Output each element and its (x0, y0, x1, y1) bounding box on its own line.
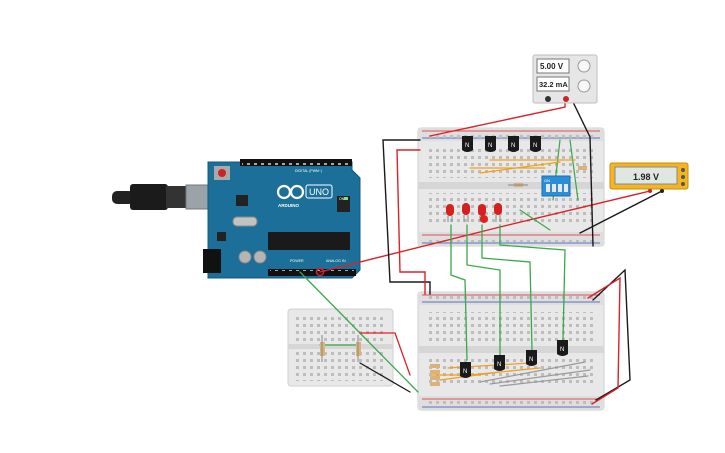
multimeter-reading: 1.98 V (633, 172, 659, 182)
transistor-label: N (463, 369, 467, 375)
supply-negative-terminal[interactable] (545, 96, 551, 102)
breadboard-small[interactable] (287, 308, 394, 387)
power-supply[interactable]: 5.00 V 32.2 mA (532, 54, 598, 104)
transistor: N (526, 350, 537, 366)
led-red (446, 204, 454, 222)
multimeter[interactable]: 1.98 V (609, 162, 689, 193)
supply-current-display: 32.2 mA (539, 80, 568, 89)
usb-cable (112, 184, 213, 210)
multimeter-probe-negative[interactable] (660, 189, 664, 193)
transistor-label: N (497, 362, 501, 368)
supply-voltage-display: 5.00 V (540, 62, 564, 71)
transistor-label: N (529, 357, 533, 363)
current-knob[interactable] (577, 79, 591, 93)
multimeter-probe-positive[interactable] (648, 189, 652, 193)
arduino-logo-icon (276, 184, 305, 200)
transistor: N (557, 340, 568, 356)
led-red (462, 203, 470, 222)
power-pins-label: POWER (290, 259, 304, 263)
arduino-uno-board[interactable]: ARDUINO UNO DIGITAL (PWM~) POWER ANALOG … (112, 159, 361, 279)
dip-switch[interactable]: ON (541, 175, 571, 197)
analog-pins-label: ANALOG IN (326, 259, 346, 263)
led-red (494, 203, 502, 222)
transistor-label: N (511, 143, 515, 149)
atmega-chip (268, 232, 350, 250)
led-red[interactable] (480, 215, 488, 223)
transistor-label: N (533, 143, 537, 149)
arduino-brand-text: ARDUINO (278, 203, 299, 208)
leds-top[interactable] (446, 203, 502, 223)
transistor: N (460, 362, 471, 378)
transistor-label: N (560, 347, 564, 353)
transistor-label: N (465, 143, 469, 149)
resistors-small-board (320, 335, 361, 362)
on-led-label: ON (339, 197, 345, 201)
breadboard-bottom[interactable] (417, 291, 605, 411)
transistors-bottom[interactable]: N N N N (460, 340, 568, 378)
dip-switch-on-label: ON (544, 178, 550, 183)
analog-pin-a0[interactable] (315, 267, 325, 277)
transistors-top[interactable]: N N N N (462, 136, 541, 152)
transistor: N (508, 136, 519, 152)
transistor: N (530, 136, 541, 152)
transistor: N (462, 136, 473, 152)
digital-pins-label: DIGITAL (PWM~) (295, 169, 322, 173)
voltage-knob[interactable] (577, 59, 591, 73)
transistor: N (494, 355, 505, 371)
supply-positive-terminal[interactable] (563, 96, 569, 102)
arduino-model-text: UNO (309, 187, 329, 197)
reset-button[interactable] (218, 169, 226, 177)
resistors-top (508, 166, 587, 187)
power-jack (203, 249, 221, 273)
resistors-bottom (430, 364, 440, 386)
transistor: N (485, 136, 496, 152)
transistor-label: N (488, 143, 492, 149)
